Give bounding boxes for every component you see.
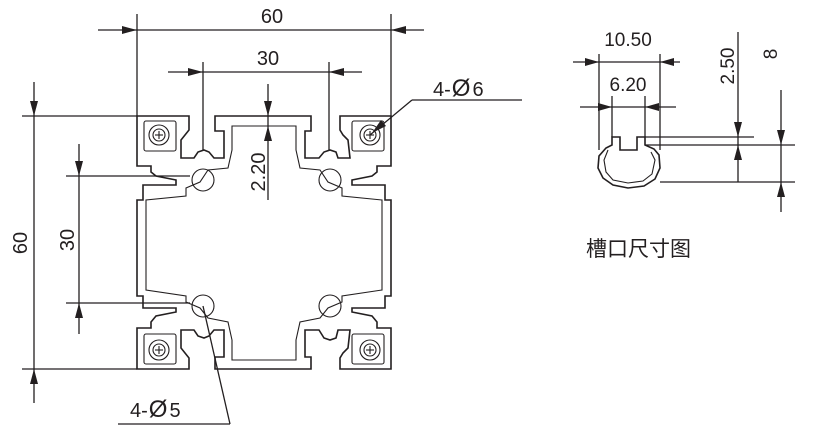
slot-spacing-top-label: 30 xyxy=(257,48,279,70)
slot-spacing-side-label: 30 xyxy=(57,229,79,251)
inner-cavity xyxy=(145,125,383,361)
corner-frame-tl xyxy=(143,120,177,152)
corner-hole-tl xyxy=(148,124,170,146)
slot-outline xyxy=(597,136,661,189)
dimension-inner-depth: 2.20 xyxy=(248,84,272,200)
corner-frame-tr xyxy=(351,120,385,152)
inner-depth-label: 2.20 xyxy=(248,153,270,192)
corner-hole-br xyxy=(359,339,381,361)
corner-hole-tr xyxy=(359,124,381,146)
center-hole-value: 5 xyxy=(169,400,180,422)
height-label: 60 xyxy=(10,232,32,254)
dimension-slot-spacing-top: 30 xyxy=(168,48,362,150)
center-hole-br xyxy=(318,294,342,318)
svg-text:4-Ø6: 4-Ø6 xyxy=(433,75,484,102)
svg-text:4-Ø5: 4-Ø5 xyxy=(130,396,181,423)
corner-frame-bl xyxy=(143,333,177,365)
profile-outline xyxy=(136,115,392,370)
opening-width-label: 6.20 xyxy=(610,75,647,96)
center-hole-tr xyxy=(318,168,342,192)
dimension-height-60: 60 xyxy=(10,82,137,403)
slot-inner-line xyxy=(603,149,656,184)
dimension-width-60: 60 xyxy=(98,6,424,116)
lip-thickness-label: 2.50 xyxy=(718,48,739,85)
slot-detail-caption: 槽口尺寸图 xyxy=(586,237,691,261)
profile-cross-section xyxy=(136,115,392,370)
slot-detail-view: 10.50 6.20 2.50 8 槽口尺寸图 xyxy=(573,30,795,261)
corner-hole-value: 6 xyxy=(472,79,483,101)
corner-hole-prefix: 4- xyxy=(433,79,451,101)
corner-frame-br xyxy=(351,333,385,365)
center-hole-symbol: Ø xyxy=(149,396,168,423)
depth-label: 8 xyxy=(761,49,782,60)
corner-hole-bl xyxy=(148,339,170,361)
dimension-slot-spacing-side: 30 xyxy=(57,144,190,334)
center-hole-tl xyxy=(191,168,215,192)
center-hole-bl xyxy=(191,294,215,318)
width-label: 60 xyxy=(261,6,283,28)
outer-width-label: 10.50 xyxy=(604,30,652,51)
center-hole-prefix: 4- xyxy=(130,400,148,422)
corner-hole-symbol: Ø xyxy=(452,75,471,102)
